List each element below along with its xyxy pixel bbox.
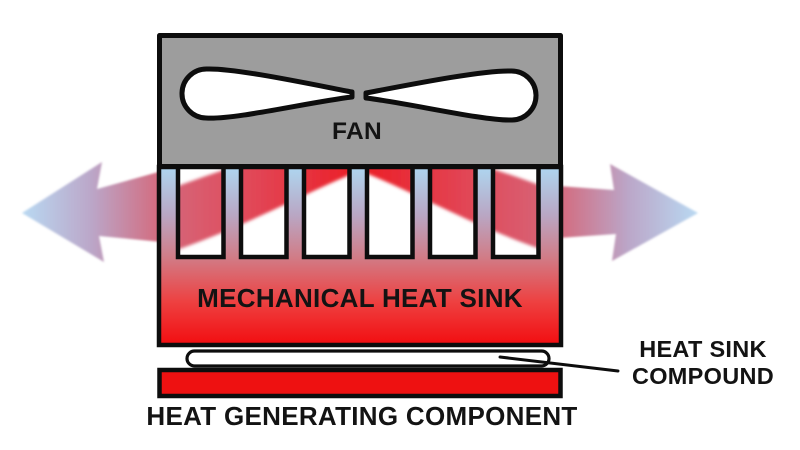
airflow-arrow-left-icon: [22, 162, 162, 262]
fan-blade-right-icon: [363, 68, 539, 123]
component-label: HEAT GENERATING COMPONENT: [146, 401, 577, 431]
compound-leader-line: [498, 355, 620, 373]
compound-label-line2: COMPOUND: [632, 363, 774, 389]
heat-burst-right: [358, 167, 558, 255]
heat-burst-left: [162, 167, 362, 255]
airflow-arrow-right-icon: [558, 164, 698, 261]
compound-label-line1: HEAT SINK: [639, 336, 767, 362]
heat-burst-group: [162, 167, 558, 255]
fan-label: FAN: [332, 118, 382, 145]
compound-layer: [185, 349, 551, 368]
heat-sink-label: MECHANICAL HEAT SINK: [197, 283, 523, 313]
fan-blade-left-icon: [179, 66, 355, 121]
heat-sink-body: [156, 164, 564, 348]
component-bar: [157, 367, 563, 399]
